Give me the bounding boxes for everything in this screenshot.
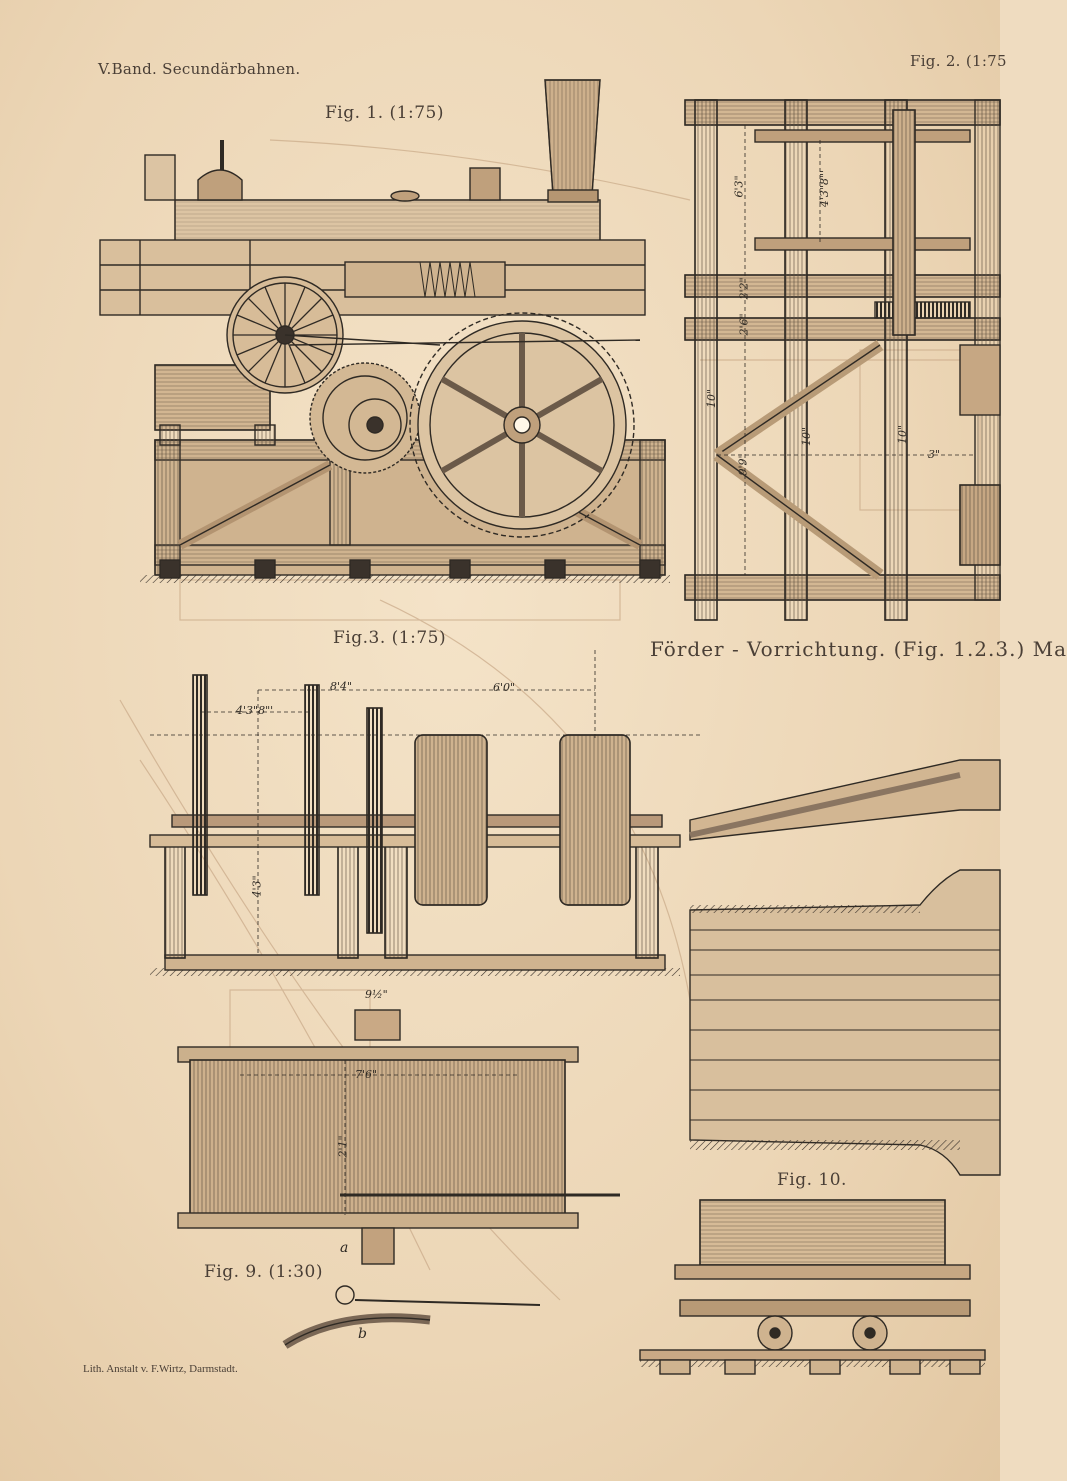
dimension-label: 10" — [800, 426, 814, 447]
plate-drawing — [99, 79, 1001, 1375]
dimension-label: 2'6" — [737, 313, 751, 336]
dimension-label: 2'2" — [737, 277, 751, 300]
lithographer-imprint: Lith. Anstalt v. F.Wirtz, Darmstadt. — [83, 1363, 238, 1375]
plate-title: Förder - Vorrichtung. (Fig. 1.2.3.) Ma — [650, 637, 1067, 661]
fig3-title: Fig.3. (1:75) — [333, 628, 447, 648]
fig10-title: Fig. 10. — [777, 1170, 847, 1190]
incline-and-shed — [689, 759, 1001, 1176]
fig2-headframe — [684, 99, 1001, 621]
dimension-label: 9'9" — [736, 453, 750, 476]
dimension-label: 4'3"8"' — [818, 169, 832, 208]
dimension-label: 4'3" — [250, 875, 264, 898]
fig3-winding-shaft — [149, 650, 700, 976]
marker-a: a — [340, 1240, 349, 1256]
fig9-rope-drum — [177, 1009, 620, 1349]
dimension-label: 8'4" — [330, 680, 353, 693]
fig1-locomotive — [99, 79, 670, 583]
dimension-label: 10" — [705, 388, 719, 409]
dimension-label: 6'3" — [732, 175, 746, 198]
dimension-label: 4'3"8"' — [236, 704, 274, 717]
dimension-label: 7'6" — [355, 1068, 378, 1081]
dimension-label: 9½" — [365, 988, 388, 1001]
dimension-label: 10" — [896, 424, 910, 445]
dimension-label: 3" — [928, 448, 941, 461]
fig2-title: Fig. 2. (1:75 — [910, 52, 1007, 70]
dimension-label: 2'1" — [336, 1135, 350, 1158]
series-title: V.Band. Secundärbahnen. — [98, 60, 301, 78]
fig10-mine-car — [639, 1199, 986, 1375]
dimension-label: 6'0" — [493, 681, 516, 694]
fig9-title: Fig. 9. (1:30) — [204, 1262, 323, 1282]
fig1-title: Fig. 1. (1:75) — [325, 103, 444, 123]
marker-b: b — [358, 1326, 367, 1342]
